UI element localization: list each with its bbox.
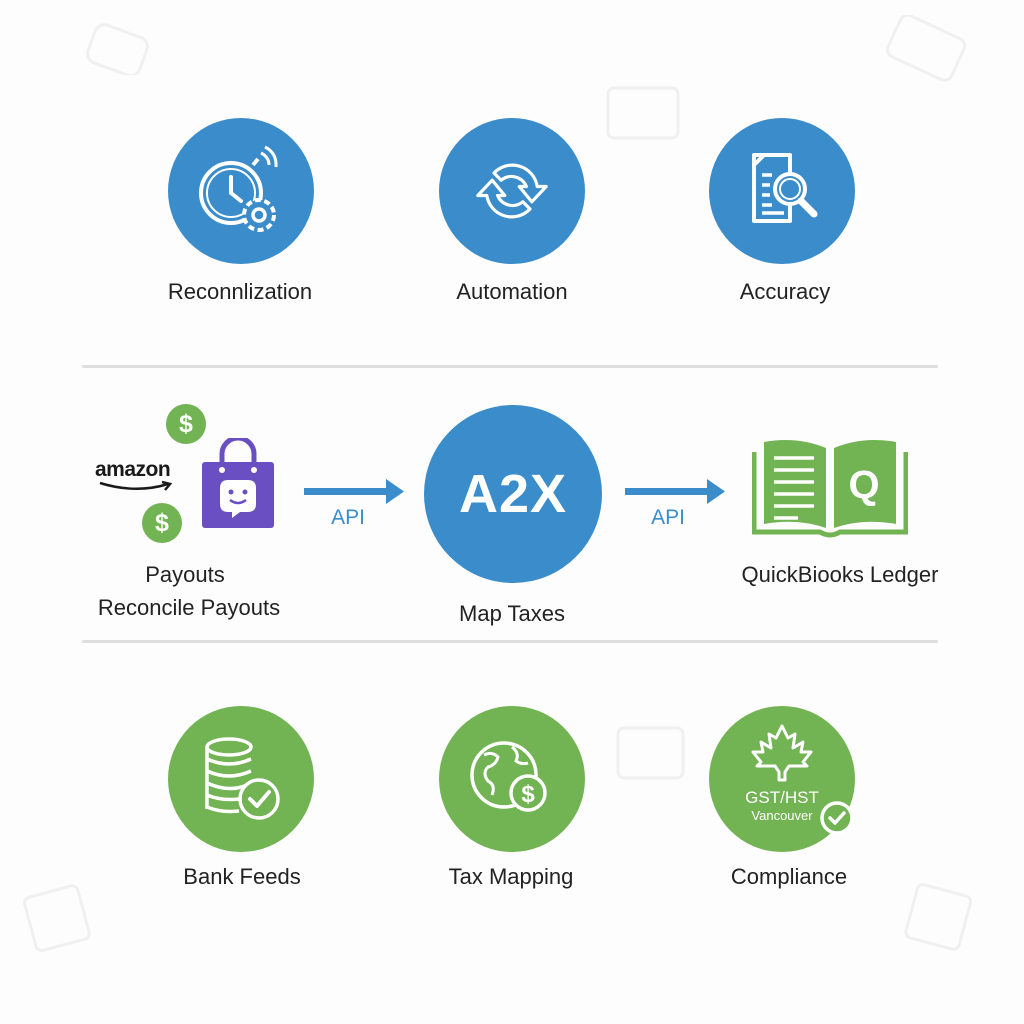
- automation-label: Automation: [456, 279, 568, 304]
- watermark-receipt-icon: [23, 884, 91, 953]
- quickbooks-ledger-label: QuickBiooks Ledger: [741, 562, 939, 587]
- watermark-receipt-icon: [606, 86, 680, 140]
- reconcile-payouts-label: Reconcile Payouts: [97, 595, 281, 620]
- ledger-book-icon: Q: [752, 440, 908, 538]
- dollar-glyph: $: [521, 781, 535, 808]
- compliance-feature: GST/HST Vancouver: [709, 706, 855, 852]
- amazon-smile-icon: [99, 480, 173, 491]
- payouts-label: Payouts: [145, 562, 225, 587]
- stopwatch-gear-icon: [199, 145, 278, 232]
- document-magnifier-icon: [752, 153, 818, 223]
- top-divider: [82, 365, 938, 368]
- tax-mapping-feature: $: [439, 706, 585, 852]
- amazon-logo: amazon: [95, 458, 171, 481]
- bottom-divider: [82, 640, 938, 643]
- coins-check-icon: [205, 737, 280, 820]
- sync-arrows-icon: [476, 163, 548, 219]
- globe-dollar-icon: $: [470, 741, 547, 812]
- maple-leaf-icon: [751, 724, 813, 782]
- api-label: API: [331, 506, 365, 529]
- accuracy-feature: [709, 118, 855, 264]
- api-label: API: [651, 506, 685, 529]
- watermark-bag-icon: [86, 23, 149, 75]
- reconciliation-label: Reconnlization: [167, 279, 313, 304]
- watermark-card-icon: [904, 883, 973, 951]
- arrow-right-icon: [625, 479, 725, 504]
- bank-feeds-label: Bank Feeds: [183, 864, 301, 889]
- tax-mapping-label: Tax Mapping: [448, 864, 574, 889]
- automation-feature: [439, 118, 585, 264]
- watermark-receipt-icon: [616, 726, 685, 780]
- watermark-card-icon: [885, 15, 967, 82]
- book-letter: Q: [848, 463, 879, 507]
- accuracy-label: Accuracy: [739, 279, 831, 304]
- gst-hst-text: GST/HST: [745, 788, 819, 807]
- bank-feeds-feature: [168, 706, 314, 852]
- check-badge-icon: [820, 801, 854, 835]
- arrow-right-icon: [304, 479, 404, 504]
- a2x-hub: A2X: [424, 405, 602, 583]
- dollar-coin-icon: $: [166, 404, 206, 444]
- a2x-logo-text: A2X: [458, 464, 568, 524]
- vancouver-text: Vancouver: [751, 808, 813, 823]
- compliance-label: Compliance: [730, 864, 848, 889]
- dollar-coin-icon: $: [142, 503, 182, 543]
- reconciliation-feature: [168, 118, 314, 264]
- shopping-bag-icon: [202, 438, 274, 528]
- map-taxes-label: Map Taxes: [459, 601, 565, 626]
